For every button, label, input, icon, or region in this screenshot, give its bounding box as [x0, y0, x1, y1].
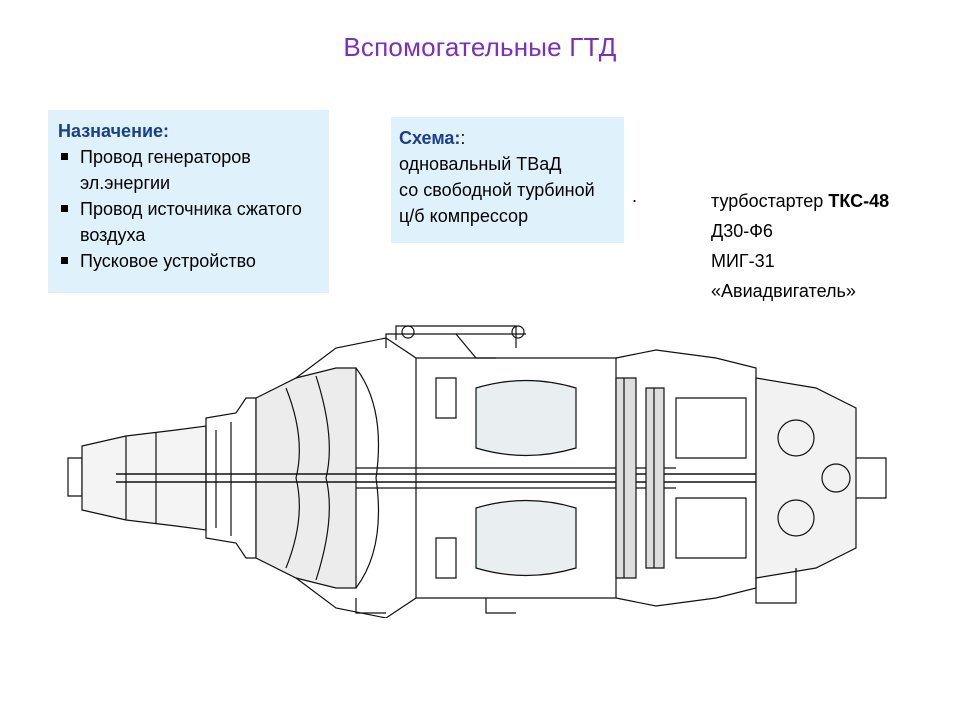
separator-dot: . — [632, 186, 638, 206]
engine-type: турбостартер — [711, 191, 824, 211]
turbine-casing — [615, 349, 757, 607]
scheme-line: со свободной турбиной — [399, 180, 595, 200]
engine-info: турбостартер ТКС-48 Д30-Ф6 МИГ-31 «Авиад… — [711, 186, 889, 306]
scheme-heading-text: Схема: — [399, 128, 461, 148]
engine-base-engine: Д30-Ф6 — [711, 221, 773, 241]
scheme-line: ц/б компрессор — [399, 206, 529, 226]
combustion-chamber-upper — [475, 379, 577, 457]
output-flange — [856, 457, 887, 499]
scheme-extra-colon: : — [460, 128, 466, 148]
engine-aircraft: МИГ-31 — [711, 251, 775, 271]
nose-ribs — [125, 432, 157, 524]
top-linkage — [385, 325, 526, 348]
purpose-box: Назначение: Провод генераторов эл.энерги… — [48, 110, 329, 293]
compressor-casing — [295, 337, 417, 618]
purpose-item: Пусковое устройство — [58, 248, 319, 274]
engine-type-line: турбостартер ТКС-48 — [711, 186, 889, 216]
engine-model: ТКС-48 — [828, 191, 890, 211]
purpose-item: Провод источника сжатого воздуха — [58, 196, 319, 248]
purpose-list: Провод генераторов эл.энергии Провод ист… — [58, 144, 319, 274]
compressor-impeller — [255, 367, 357, 589]
main-shaft — [116, 473, 856, 483]
title-accent: ГТД — [569, 32, 617, 62]
free-turbine — [645, 387, 665, 569]
slide-title: Вспомогательные ГТД — [0, 32, 960, 63]
nose-cone — [81, 425, 207, 531]
engine-cross-section-drawing — [67, 325, 887, 618]
scheme-box: Схема:: одновальный ТВаД со свободной ту… — [391, 117, 624, 243]
nose-cap — [67, 457, 83, 497]
purpose-item: Провод генераторов эл.энергии — [58, 144, 319, 196]
gas-generator-turbine — [615, 377, 637, 579]
purpose-heading: Назначение: — [58, 121, 170, 141]
scheme-heading: Схема:: — [399, 125, 616, 151]
output-gearbox — [755, 377, 857, 579]
scheme-line: одновальный ТВаД — [399, 154, 562, 174]
engine-manufacturer: «Авиадвигатель» — [711, 281, 856, 301]
combustion-chamber-lower — [475, 499, 577, 577]
title-main: Вспомогательные — [343, 32, 562, 62]
